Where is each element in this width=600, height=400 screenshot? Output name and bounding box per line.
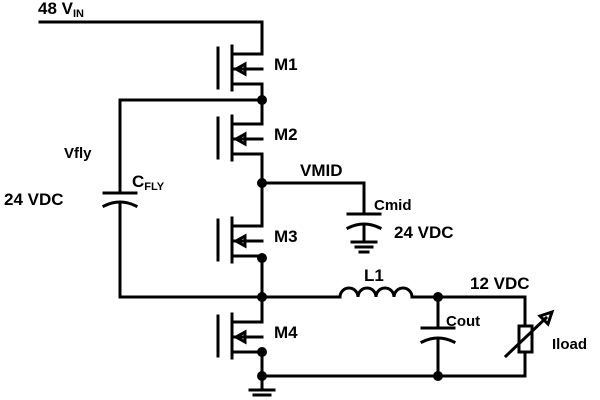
capacitor-cmid	[345, 212, 383, 244]
label-vin: 48 VIN	[38, 0, 84, 20]
node-m3-upper	[257, 253, 267, 263]
label-cout: Cout	[446, 313, 480, 330]
input-rail-wire	[38, 20, 264, 50]
node-ground-cout	[433, 371, 443, 381]
label-cmid: Cmid	[374, 197, 412, 214]
ground-main	[248, 388, 276, 397]
label-vfly: Vfly	[64, 145, 92, 162]
label-vmid: VMID	[300, 161, 343, 180]
mosfet-m4	[216, 312, 264, 378]
mosfet-m1	[216, 44, 264, 102]
mosfet-m2	[216, 114, 264, 185]
inductor-l1	[338, 286, 414, 299]
vmid-wire	[260, 181, 366, 214]
capacitor-cout	[419, 326, 457, 378]
ground-cmid	[350, 240, 378, 254]
label-vout: 12 VDC	[470, 274, 530, 293]
label-m2: M2	[274, 125, 298, 144]
label-m1: M1	[274, 55, 298, 74]
label-vfly-voltage: 24 VDC	[4, 190, 64, 209]
output-wire	[436, 295, 527, 328]
label-iload: Iload	[552, 336, 587, 353]
capacitor-cfly	[101, 191, 139, 209]
variable-load-resistor	[503, 309, 555, 378]
label-m3: M3	[274, 227, 298, 246]
label-cmid-voltage: 24 VDC	[394, 223, 454, 242]
node-m4-lower	[257, 347, 267, 357]
label-l1: L1	[364, 266, 384, 285]
label-m4: M4	[274, 323, 298, 342]
mosfet-m3	[216, 216, 264, 299]
flying-cap-bottom-wire	[118, 202, 264, 299]
label-cfly: CFLY	[132, 172, 165, 193]
flying-cap-top-wire	[118, 98, 264, 182]
